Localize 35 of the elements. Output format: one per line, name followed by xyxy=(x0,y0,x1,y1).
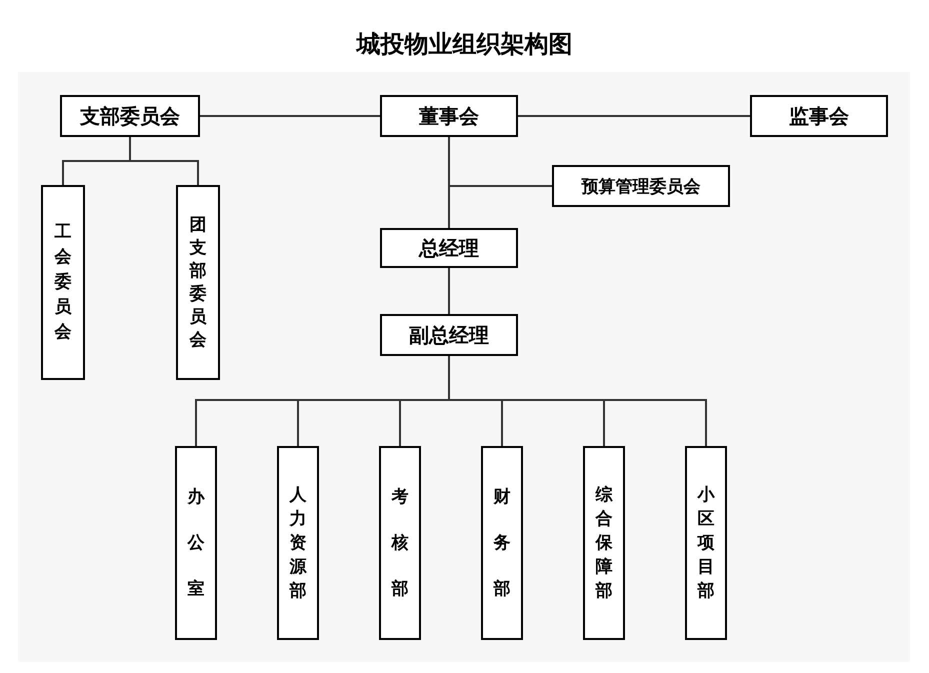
box-label: 办公室 xyxy=(187,486,205,601)
org-box xyxy=(380,314,518,356)
org-box xyxy=(41,185,85,380)
org-box xyxy=(750,95,888,137)
connector-line xyxy=(448,356,707,446)
org-box xyxy=(380,95,518,137)
box-label: 副总经理 xyxy=(409,322,489,348)
connector-line xyxy=(129,137,199,185)
box-label: 人力资源部 xyxy=(289,484,307,603)
org-box xyxy=(175,446,217,640)
box-label: 综合保障部 xyxy=(595,484,613,603)
org-box xyxy=(60,95,200,137)
org-box xyxy=(379,446,421,640)
connector-line xyxy=(448,268,450,314)
box-label: 财务部 xyxy=(493,486,511,601)
title: 城投物业组织架构图 xyxy=(354,28,574,60)
connector-line xyxy=(518,115,750,117)
box-label: 团支部委员会 xyxy=(189,214,207,352)
org-box xyxy=(481,446,523,640)
box-label: 小区项目部 xyxy=(697,484,715,603)
org-box xyxy=(685,446,727,640)
box-label: 支部委员会 xyxy=(80,102,180,130)
org-box xyxy=(277,446,319,640)
org-box xyxy=(583,446,625,640)
box-label: 董事会 xyxy=(419,102,479,130)
box-label: 监事会 xyxy=(789,102,849,130)
box-label: 预算管理委员会 xyxy=(582,176,700,198)
box-label: 总经理 xyxy=(419,234,479,262)
connector-line xyxy=(448,137,450,228)
box-label: 考核部 xyxy=(391,486,409,601)
org-box xyxy=(380,228,518,268)
box-label: 工会委员会 xyxy=(54,221,72,344)
connector-line xyxy=(200,115,380,117)
org-box xyxy=(552,165,730,207)
org-box xyxy=(176,185,220,380)
